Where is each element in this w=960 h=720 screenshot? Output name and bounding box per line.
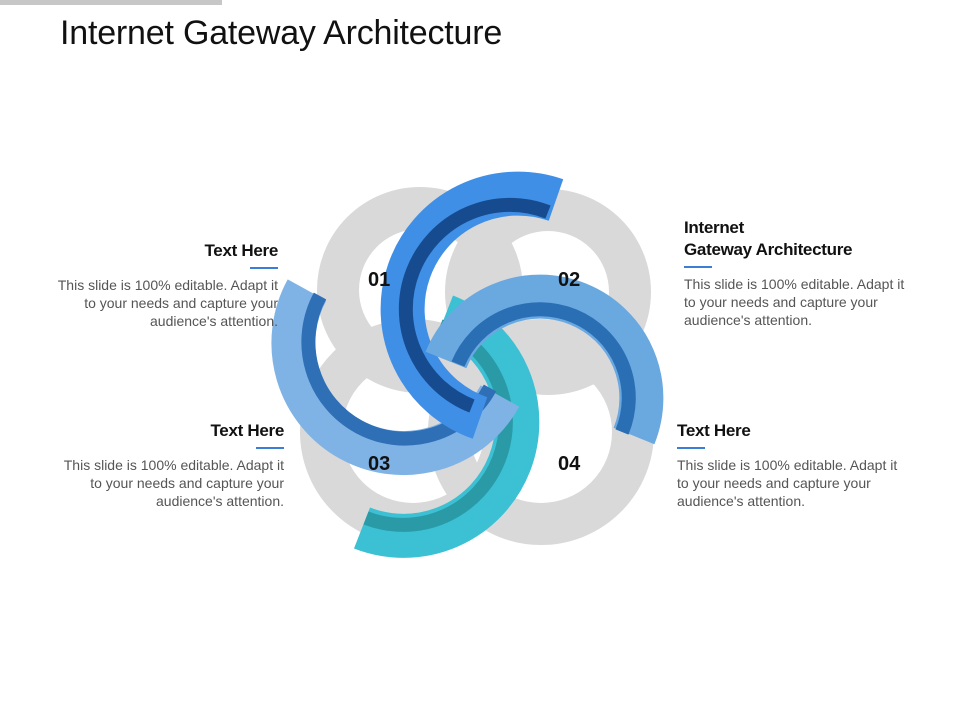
block-divider <box>256 447 284 449</box>
block-body: This slide is 100% editable. Adapt it to… <box>63 457 284 509</box>
number-02: 02 <box>558 269 580 291</box>
arc-04 <box>425 274 664 445</box>
block-divider <box>677 447 705 449</box>
block-heading: Text Here <box>677 421 751 440</box>
block-heading: Text Here <box>204 241 278 260</box>
text-block-02: Internet Gateway Architecture This slide… <box>684 217 914 329</box>
block-body: This slide is 100% editable. Adapt it to… <box>684 276 905 328</box>
text-block-04: Text Here This slide is 100% editable. A… <box>677 420 907 510</box>
top-accent-bar <box>0 0 222 5</box>
slide-title: Internet Gateway Architecture <box>60 14 503 52</box>
arc-01 <box>380 171 564 439</box>
text-block-03: Text Here This slide is 100% editable. A… <box>54 420 285 510</box>
block-heading-line2: Gateway Architecture <box>684 240 853 259</box>
number-04: 04 <box>558 453 581 475</box>
block-body: This slide is 100% editable. Adapt it to… <box>57 277 278 329</box>
number-01: 01 <box>368 269 390 291</box>
text-block-01: Text Here This slide is 100% editable. A… <box>48 240 279 330</box>
number-03: 03 <box>368 453 390 475</box>
block-heading-line1: Internet <box>684 218 744 237</box>
block-body: This slide is 100% editable. Adapt it to… <box>677 457 898 509</box>
block-heading: Text Here <box>210 421 284 440</box>
block-divider <box>250 267 278 269</box>
block-divider <box>684 266 712 268</box>
arc-03 <box>354 295 540 558</box>
